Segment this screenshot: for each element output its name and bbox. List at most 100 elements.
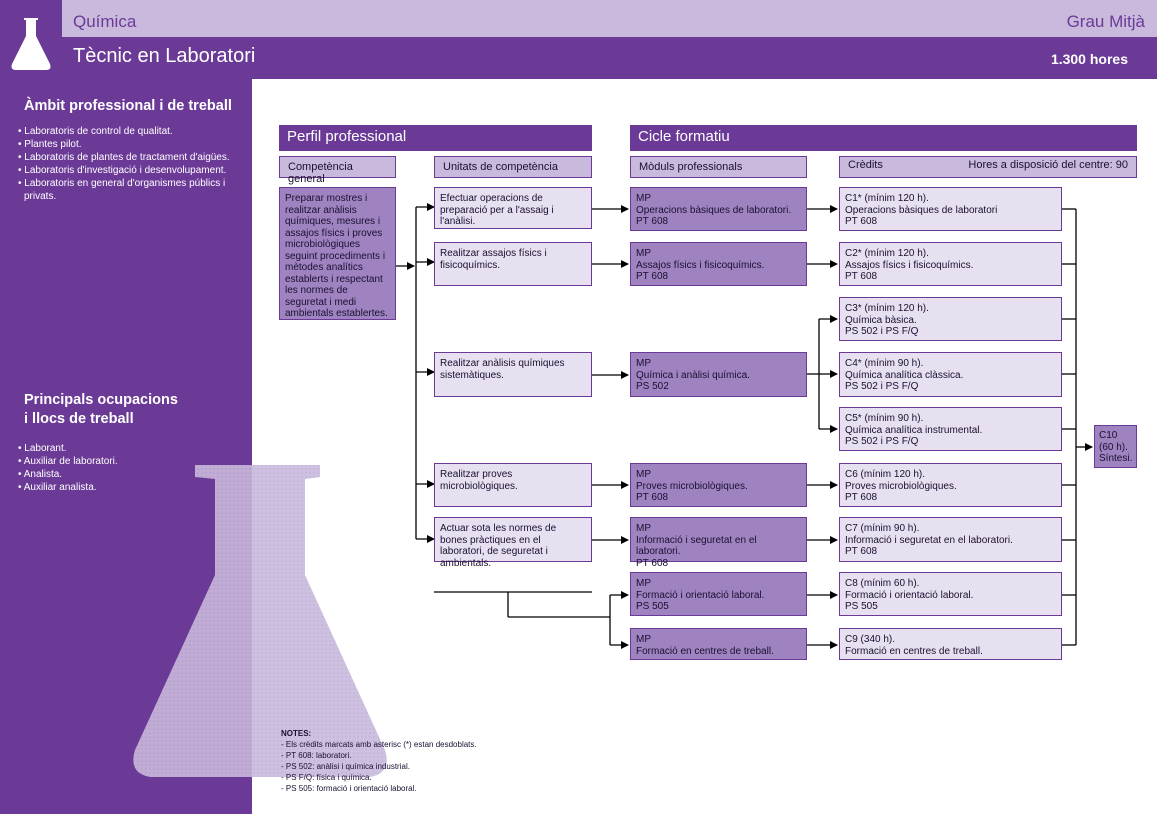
credit-code: C2* (mínim 120 h). bbox=[845, 248, 929, 259]
credit-name: Síntesi. bbox=[1099, 453, 1133, 464]
col-moduls: Mòduls professionals bbox=[630, 156, 807, 178]
modul-name: Formació en centres de treball. bbox=[636, 645, 774, 657]
credit-profile: PS 502 i PS F/Q bbox=[845, 436, 919, 447]
credit-box-c9: C9 (340 h). Formació en centres de treba… bbox=[839, 628, 1062, 660]
credit-box-c3: C3* (mínim 120 h). Química bàsica. PS 50… bbox=[839, 297, 1062, 341]
header-title-band bbox=[0, 37, 1157, 79]
credit-name: Informació i seguretat en el laboratori. bbox=[845, 534, 1013, 546]
unitat-box-5: Actuar sota les normes de bones pràctiqu… bbox=[434, 517, 592, 569]
list-item: • Laboratoris de control de qualitat. bbox=[18, 126, 173, 137]
ocupacions-title-line-2: i llocs de treball bbox=[24, 411, 134, 427]
cicle-header: Cicle formatiu bbox=[630, 125, 1137, 151]
modul-name: Assajos físics i fisicoquímics. bbox=[636, 259, 765, 271]
modul-type: MP bbox=[636, 523, 651, 534]
modul-type: MP bbox=[636, 248, 651, 259]
modul-name: Informació i seguretat en el laboratori. bbox=[636, 534, 757, 558]
flask-watermark-icon bbox=[133, 465, 387, 777]
credit-name: Química analítica clàssica. bbox=[845, 369, 964, 381]
modul-box-7: MP Formació en centres de treball. bbox=[630, 628, 807, 660]
unitat-box-4: Realitzar proves microbiològiques. bbox=[434, 463, 592, 507]
modul-name: Proves microbiològiques. bbox=[636, 480, 748, 492]
flask-logo bbox=[0, 0, 62, 79]
unitat-box-2: Realitzar assajos físics i fisicoquímics… bbox=[434, 242, 592, 286]
list-item: • Laboratoris en general d'organismes pú… bbox=[18, 178, 226, 202]
credit-code: C8 (mínim 60 h). bbox=[845, 578, 920, 589]
total-hours: 1.300 hores bbox=[1050, 51, 1128, 67]
list-item: • Auxiliar analista. bbox=[18, 482, 97, 493]
notes-title: NOTES: bbox=[281, 729, 312, 738]
col-credits: Crèdits Hores a disposició del centre: 9… bbox=[839, 156, 1137, 178]
credit-box-c8: C8 (mínim 60 h). Formació i orientació l… bbox=[839, 572, 1062, 616]
list-item: • Analista. bbox=[18, 469, 63, 480]
modul-type: MP bbox=[636, 469, 651, 480]
credit-profile: PS 505 bbox=[845, 601, 878, 612]
unitat-box-1: Efectuar operacions de preparació per a … bbox=[434, 187, 592, 229]
credits-label: Crèdits bbox=[848, 159, 883, 171]
credit-hours: (60 h). bbox=[1099, 441, 1128, 453]
header-top-band bbox=[0, 0, 1157, 37]
credit-name: Assajos físics i fisicoquímics. bbox=[845, 259, 974, 271]
credit-code: C4* (mínim 90 h). bbox=[845, 358, 924, 369]
modul-code: PT 608 bbox=[636, 271, 669, 282]
ocupacions-title-line-1: Principals ocupacions bbox=[24, 392, 178, 408]
credit-profile: PS 502 i PS F/Q bbox=[845, 381, 919, 392]
ocupacions-list: • Laborant. • Auxiliar de laboratori. • … bbox=[18, 442, 233, 494]
ambit-list: • Laboratoris de control de qualitat. • … bbox=[18, 125, 233, 203]
modul-name: Formació i orientació laboral. bbox=[636, 589, 765, 601]
page-title: Tècnic en Laboratori bbox=[73, 45, 256, 67]
credit-name: Operacions bàsiques de laboratori bbox=[845, 204, 998, 216]
modul-code: PT 608 bbox=[636, 216, 669, 227]
credit-code: C3* (mínim 120 h). bbox=[845, 303, 929, 314]
list-item: • Laborant. bbox=[18, 443, 67, 454]
credit-profile: PT 608 bbox=[845, 492, 878, 503]
credit-code: C10 bbox=[1099, 430, 1118, 441]
subject-label: Química bbox=[73, 12, 137, 31]
credit-profile: PT 608 bbox=[845, 216, 878, 227]
list-item: • Auxiliar de laboratori. bbox=[18, 456, 118, 467]
hores-centre-label: Hores a disposició del centre: 90 bbox=[968, 159, 1128, 171]
modul-type: MP bbox=[636, 358, 651, 369]
modul-box-5: MP Informació i seguretat en el laborato… bbox=[630, 517, 807, 569]
credit-box-c6: C6 (mínim 120 h). Proves microbiològique… bbox=[839, 463, 1062, 507]
credit-code: C6 (mínim 120 h). bbox=[845, 469, 926, 480]
col-unitats: Unitats de competència bbox=[434, 156, 592, 178]
list-item: • Laboratoris d'investigació i desenvolu… bbox=[18, 165, 227, 176]
note-item: - PS 502: anàlisi i química industrial. bbox=[281, 762, 410, 771]
credit-code: C1* (mínim 120 h). bbox=[845, 193, 929, 204]
list-item: • Plantes pilot. bbox=[18, 139, 82, 150]
modul-code: PT 608 bbox=[636, 492, 669, 503]
credit-profile: PT 608 bbox=[845, 546, 878, 557]
credit-code: C7 (mínim 90 h). bbox=[845, 523, 920, 534]
credit-name: Proves microbiològiques. bbox=[845, 480, 957, 492]
credit-code: C5* (mínim 90 h). bbox=[845, 413, 924, 424]
note-item: - PS 505: formació i orientació laboral. bbox=[281, 784, 417, 793]
credit-box-c2: C2* (mínim 120 h). Assajos físics i fisi… bbox=[839, 242, 1062, 286]
credit-code: C9 (340 h). bbox=[845, 634, 896, 645]
note-item: - PS F/Q: física i química. bbox=[281, 773, 372, 782]
competencia-general-box: Preparar mostres i realitzar anàlisis qu… bbox=[279, 187, 396, 320]
modul-box-2: MP Assajos físics i fisicoquímics. PT 60… bbox=[630, 242, 807, 286]
modul-code: PS 502 bbox=[636, 381, 669, 392]
credit-box-c1: C1* (mínim 120 h). Operacions bàsiques d… bbox=[839, 187, 1062, 231]
credit-profile: PT 608 bbox=[845, 271, 878, 282]
perfil-header: Perfil professional bbox=[279, 125, 592, 151]
modul-box-4: MP Proves microbiològiques. PT 608 bbox=[630, 463, 807, 507]
modul-name: Operacions bàsiques de laboratori. bbox=[636, 204, 792, 216]
modul-name: Química i anàlisi química. bbox=[636, 369, 750, 381]
credit-name: Formació i orientació laboral. bbox=[845, 589, 974, 601]
credit-name: Química analítica instrumental. bbox=[845, 424, 983, 436]
modul-box-6: MP Formació i orientació laboral. PS 505 bbox=[630, 572, 807, 616]
list-item: • Laboratoris de plantes de tractament d… bbox=[18, 152, 230, 163]
credit-profile: PS 502 i PS F/Q bbox=[845, 326, 919, 337]
modul-type: MP bbox=[636, 578, 651, 589]
modul-box-1: MP Operacions bàsiques de laboratori. PT… bbox=[630, 187, 807, 231]
credit-box-c7: C7 (mínim 90 h). Informació i seguretat … bbox=[839, 517, 1062, 562]
flask-icon bbox=[11, 18, 51, 70]
credit-box-c5: C5* (mínim 90 h). Química analítica inst… bbox=[839, 407, 1062, 451]
credit-box-c10: C10 (60 h). Síntesi. bbox=[1094, 425, 1137, 468]
note-item: - Els crèdits marcats amb asterisc (*) e… bbox=[281, 740, 477, 749]
ambit-title: Àmbit professional i de treball bbox=[24, 98, 232, 114]
note-item: - PT 608: laboratori. bbox=[281, 751, 352, 760]
level-label: Grau Mitjà bbox=[1066, 12, 1145, 31]
